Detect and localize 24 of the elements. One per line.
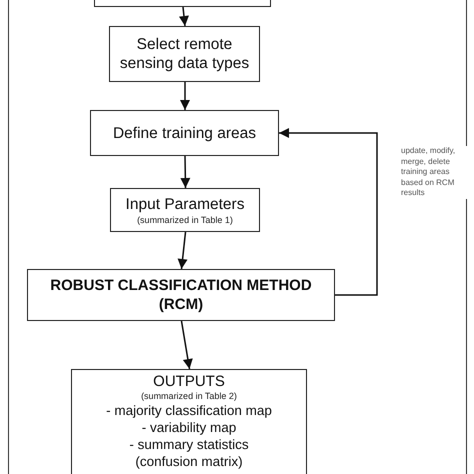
node-title: Input Parameters	[126, 194, 244, 214]
arrow	[178, 6, 189, 26]
output-item: - summary statistics	[129, 436, 249, 453]
process-box	[109, 26, 260, 82]
node-title: Select remote sensing data types	[118, 35, 250, 73]
node-title: ROBUST CLASSIFICATION METHOD (RCM)	[49, 276, 313, 314]
arrow	[279, 128, 378, 296]
process-box	[110, 188, 260, 232]
output-item: (confusion matrix)	[135, 453, 243, 470]
process-box	[27, 269, 335, 321]
process-box	[90, 110, 279, 156]
edge-label: update, modify, merge, delete training areas based on RCM results	[401, 146, 467, 198]
node-note: (summarized in Table 2)	[141, 390, 237, 402]
node-title: Define training areas	[112, 124, 256, 142]
process-box	[71, 369, 307, 474]
output-item: - variability map	[142, 419, 236, 436]
arrow	[180, 82, 190, 110]
arrow	[180, 156, 190, 188]
node-title: OUTPUTS	[153, 373, 225, 390]
node-note: (summarized in Table 1)	[137, 214, 233, 226]
output-item: - majority classification map	[106, 402, 272, 419]
arrow	[178, 232, 188, 270]
arrow	[180, 320, 193, 370]
outer-frame	[8, 0, 467, 474]
